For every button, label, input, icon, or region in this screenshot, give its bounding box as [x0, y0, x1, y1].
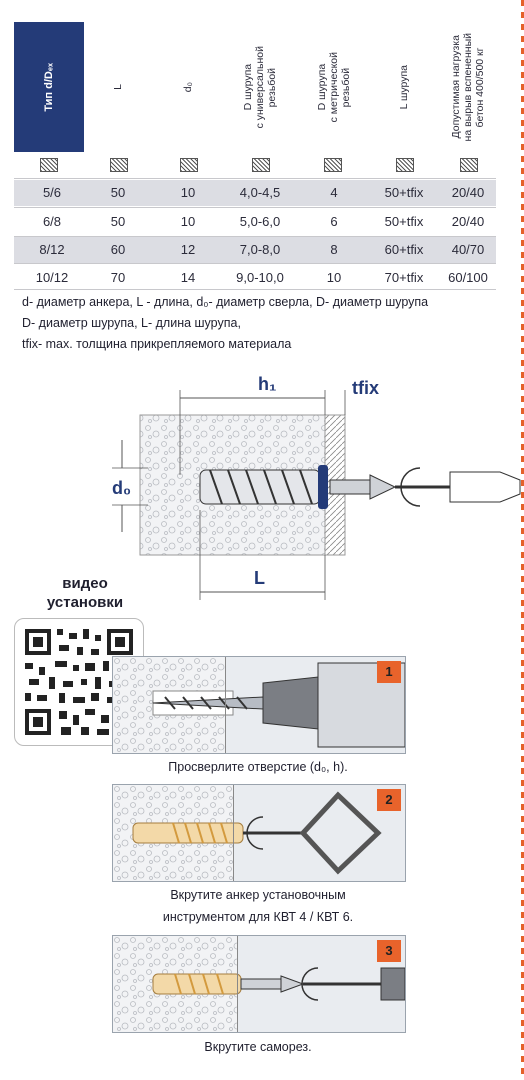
step-number-badge: 2 [377, 789, 401, 811]
legend-notes: d- диаметр анкера, L - длина, d₀- диамет… [22, 292, 428, 355]
symbol-icon [324, 158, 342, 172]
symbol-icon [110, 158, 128, 172]
drill-chuck [262, 676, 319, 730]
divider [14, 289, 496, 290]
installation-tool-handle [299, 791, 382, 875]
screw [240, 978, 282, 990]
h1-label: h₁ [258, 374, 276, 394]
l-label: L [254, 568, 265, 588]
header-l-screw: L шурупа [398, 64, 410, 110]
screwdriver-handle [449, 471, 521, 503]
step-2-illustration: 2 [112, 784, 406, 882]
symbol-icon [396, 158, 414, 172]
table-row: 6/8 50 10 5,0-6,0 6 50+tfix 20/40 [42, 214, 485, 229]
header-type: Тип d/Dₑₓ [14, 22, 84, 152]
step-number-badge: 3 [377, 940, 401, 962]
qr-code-icon [25, 629, 133, 735]
note-line: d- диаметр анкера, L - длина, d₀- диамет… [22, 295, 429, 309]
table-row: 5/6 50 10 4,0-4,5 4 50+tfix 20/40 [14, 180, 496, 206]
step-1-caption: Просверлите отверстие (d₀, h). [168, 760, 348, 774]
table-row: 8/12 60 12 7,0-8,0 8 60+tfix 40/70 [14, 237, 496, 263]
video-label: видео установки [46, 575, 124, 611]
table-row: 10/12 70 14 9,0-10,0 10 70+tfix 60/100 [35, 270, 488, 285]
symbol-icon [252, 158, 270, 172]
header-d0: d₀ [182, 81, 194, 93]
divider [14, 236, 496, 237]
table-icon-row [14, 156, 496, 176]
step-2-caption-line2: инструментом для КВТ 4 / КВТ 6. [162, 910, 354, 924]
header-l: L [112, 84, 124, 90]
symbol-icon [40, 158, 58, 172]
step-3-illustration: 3 [112, 935, 406, 1033]
header-d-metric: D шурупа с метрической резьбой [316, 51, 352, 123]
header-load: Допустимая нагрузка на вырыв вспененный … [450, 32, 486, 142]
rotation-arrow-icon [400, 467, 421, 507]
table-header: Тип d/Dₑₓ L d₀ D шурупа с универсальной … [14, 22, 496, 152]
rotation-arrow-icon [246, 816, 264, 850]
d0-label: d₀ [112, 478, 131, 498]
rotation-arrow-icon [301, 967, 319, 1001]
note-line: tfix- max. толщина прикрепляемого матери… [22, 337, 292, 351]
divider [14, 263, 496, 264]
step-2-caption-line1: Вкрутите анкер установочным [170, 888, 346, 902]
note-line: D- диаметр шурупа, L- длина шурупа, [22, 316, 241, 330]
symbol-icon [460, 158, 478, 172]
edge-stripe [521, 0, 524, 1080]
divider [14, 207, 496, 208]
header-d-universal: D шурупа с универсальной резьбой [242, 45, 278, 129]
anchor-diagram: h₁ tfix d₀ L [112, 374, 521, 600]
divider [14, 178, 496, 179]
anchor-plug [152, 973, 242, 995]
tfix-label: tfix [352, 378, 379, 398]
step-number-badge: 1 [377, 661, 401, 683]
symbol-icon [180, 158, 198, 172]
anchor-collar [318, 465, 328, 509]
step-3-caption: Вкрутите саморез. [204, 1040, 312, 1054]
step-1-illustration: 1 [112, 656, 406, 754]
